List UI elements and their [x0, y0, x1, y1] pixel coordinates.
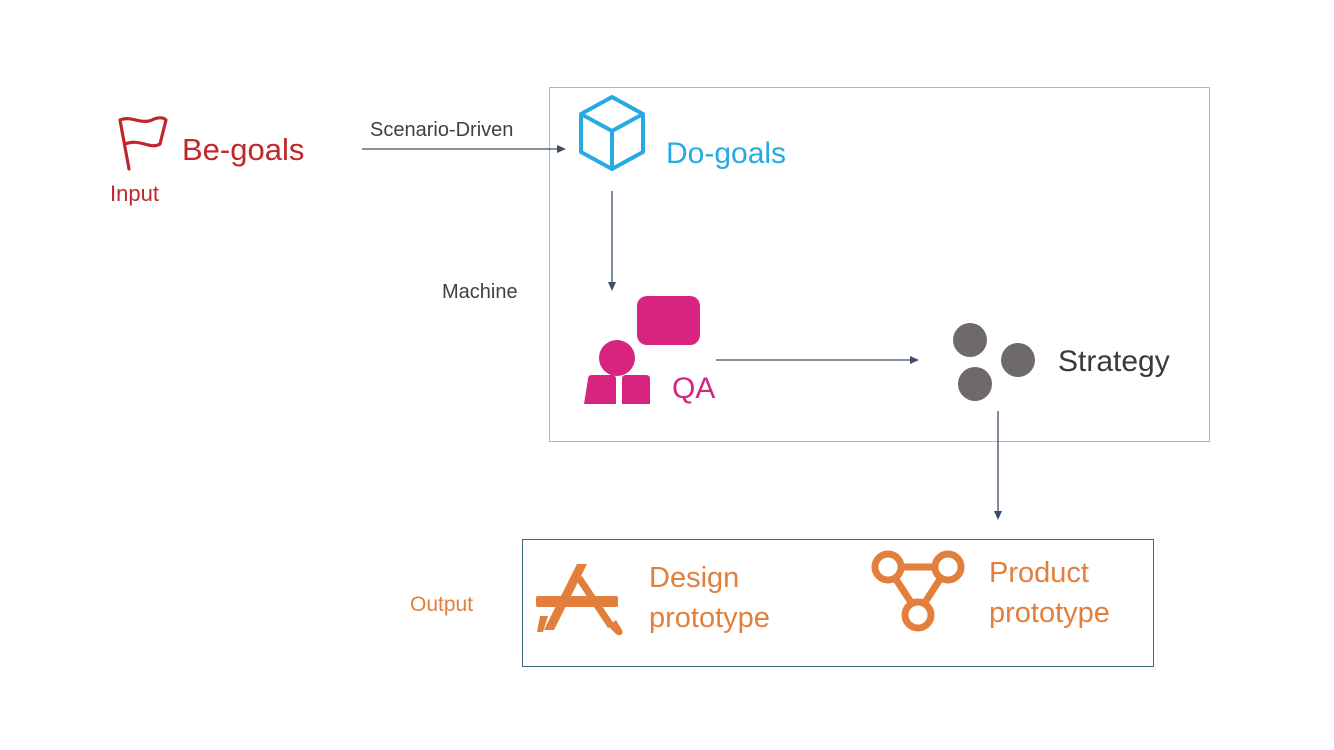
- three-dots-icon: [953, 323, 1035, 401]
- chat-people-icon: [584, 296, 700, 404]
- qa-label: QA: [672, 372, 716, 405]
- arrow-strategy-output: [994, 411, 1002, 520]
- cube-icon: [579, 95, 645, 171]
- be-goals-label: Be-goals: [182, 132, 305, 167]
- arrow-qa-strategy: [716, 356, 919, 364]
- product-prototype-line1: Product: [989, 557, 1089, 589]
- arrow-scenario: [362, 145, 566, 153]
- product-prototype-line2: prototype: [989, 597, 1110, 629]
- design-prototype-line2: prototype: [649, 602, 770, 634]
- app-store-icon: [536, 564, 623, 636]
- process-box: [549, 87, 1210, 442]
- input-label: Input: [110, 181, 159, 206]
- arrow-machine: [608, 191, 616, 291]
- flag-icon: [118, 116, 168, 171]
- output-box: [522, 539, 1154, 667]
- strategy-label: Strategy: [1058, 345, 1170, 378]
- graph-triangle-icon: [871, 550, 965, 632]
- scenario-driven-label: Scenario-Driven: [370, 119, 514, 141]
- do-goals-label: Do-goals: [666, 137, 787, 170]
- machine-label: Machine: [442, 281, 518, 303]
- design-prototype-line1: Design: [649, 562, 740, 594]
- output-label: Output: [410, 593, 474, 616]
